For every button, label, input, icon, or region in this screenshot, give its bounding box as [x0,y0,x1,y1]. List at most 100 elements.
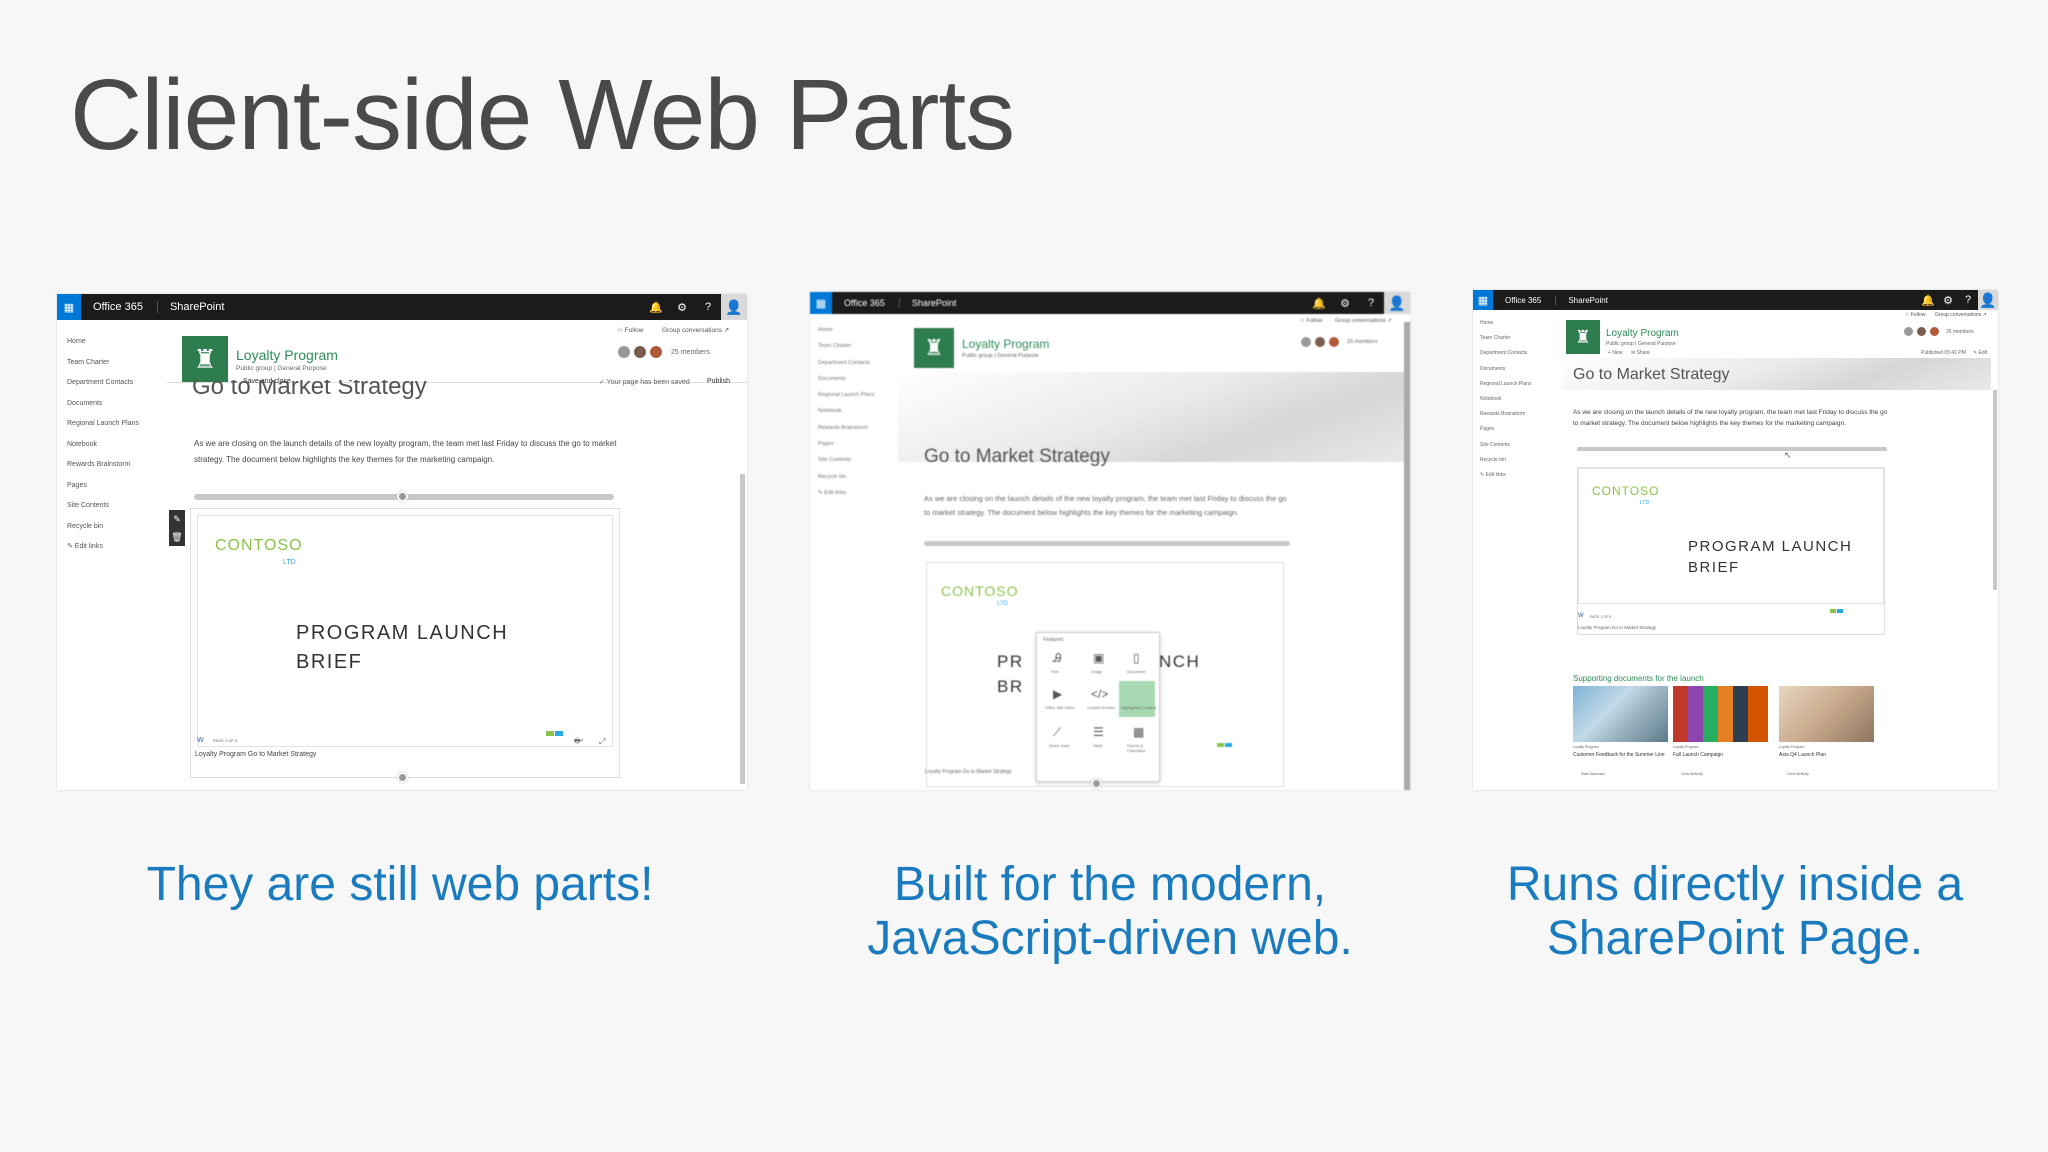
sharepoint-app-label[interactable]: SharePoint [156,301,224,313]
nav-item-pages[interactable]: Pages [67,481,87,489]
nav-item-team-charter[interactable]: Team Charter [1480,335,1511,342]
group-conversations-link[interactable]: Group conversations ↗ [1935,312,1987,318]
help-icon[interactable]: ? [704,301,712,313]
members-count[interactable]: 25 members [1347,339,1378,345]
scrollbar[interactable] [740,474,745,784]
nav-item-rewards-brainstorm[interactable]: Rewards Brainstorm [818,424,868,431]
nav-item-recycle-bin[interactable]: Recycle bin [1480,456,1506,463]
nav-item-edit-links[interactable]: ✎ Edit links [1480,472,1506,479]
embed-tool-icon[interactable]: </> [1091,687,1109,701]
members-area[interactable]: 25 members [1300,336,1378,348]
nav-item-recycle-bin[interactable]: Recycle bin [67,522,104,530]
nav-item-pages[interactable]: Pages [1480,426,1495,433]
share-button[interactable]: ✉ Share [1631,350,1650,356]
image-tool-icon[interactable]: ▣ [1093,651,1105,665]
avatar[interactable]: 👤 [1384,292,1410,314]
sharepoint-app-label[interactable]: SharePoint [1555,295,1608,305]
highlighted-content-tool[interactable] [1119,681,1155,717]
edit-button[interactable]: ✎ Edit [1973,350,1988,356]
avatar[interactable]: 👤 [721,294,747,320]
follow-button[interactable]: ☆ Follow [617,327,644,334]
members-count[interactable]: 25 members [671,348,710,356]
nav-item-home[interactable]: Home [1480,320,1494,326]
nav-item-home[interactable]: Home [67,338,86,345]
document-webpart[interactable]: CONTOSO LTD PROGRAM LAUNCH BRIEF W PAGE … [190,508,620,778]
members-count[interactable]: 25 members [1946,328,1974,335]
bell-icon[interactable]: 🔔 [649,301,663,314]
nav-item-edit-links[interactable]: ✎ Edit links [67,543,103,550]
nav-item-documents[interactable]: Documents [818,375,846,382]
resize-handle-bottom[interactable] [397,772,408,783]
site-name[interactable]: Loyalty Program [962,337,1050,351]
document-tool-icon[interactable]: ▯ [1133,651,1140,665]
nav-item-notebook[interactable]: Notebook [67,440,97,448]
sharepoint-app-label[interactable]: SharePoint [898,298,956,308]
text-tool-icon[interactable]: Ꭿ [1053,651,1062,665]
nav-item-regional-launch-plans[interactable]: Regional Launch Plans [818,392,875,399]
nav-item-department-contacts[interactable]: Department Contacts [1480,350,1528,357]
scrollbar[interactable] [1404,322,1410,790]
members-area[interactable]: 25 members [617,345,710,359]
edit-icon[interactable]: ✎ [173,514,181,524]
site-logo-icon[interactable]: ♜ [182,336,228,382]
gear-icon[interactable]: ⚙ [1340,297,1350,310]
nav-item-department-contacts[interactable]: Department Contacts [67,379,134,386]
gear-icon[interactable]: ⚙ [677,301,687,314]
nav-item-regional-launch-plans[interactable]: Regional Launch Plans [1480,380,1532,387]
nav-item-edit-links[interactable]: ✎ Edit links [818,489,847,496]
delete-icon[interactable]: 🗑 [171,532,183,542]
office365-brand[interactable]: Office 365 [93,301,143,313]
site-name[interactable]: Loyalty Program [236,346,338,363]
supporting-doc-card[interactable]: Loyalty Program Customer Feedback for th… [1573,686,1668,790]
office365-brand[interactable]: Office 365 [844,298,885,308]
nav-item-home[interactable]: Home [818,327,833,333]
bell-icon[interactable]: 🔔 [1921,294,1935,307]
nav-item-site-contents[interactable]: Site Contents [67,502,110,509]
site-logo-icon[interactable]: ♜ [914,328,954,368]
caption-input[interactable]: Loyalty Program Go to Market Strategy [195,751,317,758]
follow-button[interactable]: ☆ Follow [1905,312,1926,318]
app-launcher-icon[interactable]: ▦ [57,294,81,320]
hero-banner[interactable] [898,372,1410,462]
events-tool-icon[interactable]: ▦ [1133,725,1145,739]
site-name[interactable]: Loyalty Program [1606,327,1679,339]
save-close-button[interactable]: Save and close [243,378,291,385]
nav-item-documents[interactable]: Documents [67,399,103,407]
print-icon[interactable]: 🖶▾ [574,738,584,745]
chart-tool-icon[interactable]: ⟋ [1053,725,1062,739]
scrollbar[interactable] [1993,390,1997,590]
new-button[interactable]: + New [1608,350,1623,356]
nav-item-notebook[interactable]: Notebook [818,408,842,415]
nav-item-site-contents[interactable]: Site Contents [1480,441,1511,448]
nav-item-recycle-bin[interactable]: Recycle bin [818,473,847,480]
page-title[interactable]: Go to Market Strategy [192,380,427,400]
video-tool-icon[interactable]: ▶ [1053,687,1063,701]
office365-brand[interactable]: Office 365 [1505,295,1542,305]
site-logo-icon[interactable]: ♜ [1566,320,1600,354]
supporting-doc-card[interactable]: Loyalty Program Fall Launch Campaign Chr… [1673,686,1768,790]
bell-icon[interactable]: 🔔 [1312,297,1326,310]
nav-item-pages[interactable]: Pages [818,441,834,448]
page-body-text[interactable]: As we are closing on the launch details … [924,494,1287,517]
fullscreen-icon[interactable]: ⤢ [599,737,606,746]
page-body-text[interactable]: As we are closing on the launch details … [194,439,617,464]
nav-item-site-contents[interactable]: Site Contents [818,457,852,464]
nav-item-department-contacts[interactable]: Department Contacts [818,359,870,366]
follow-button[interactable]: ☆ Follow [1300,318,1323,324]
app-launcher-icon[interactable]: ▦ [1473,290,1493,310]
nav-item-team-charter[interactable]: Team Charter [67,358,110,366]
document-webpart[interactable]: CONTOSO LTD PROGRAM LAUNCH BRIEF W PAGE … [1577,467,1885,635]
publish-button[interactable]: Publish [707,378,730,385]
help-icon[interactable]: ? [1964,294,1972,306]
gear-icon[interactable]: ⚙ [1943,294,1953,307]
members-area[interactable]: 25 members [1903,326,1974,337]
nav-item-rewards-brainstorm[interactable]: Rewards Brainstorm [1480,411,1526,418]
resize-handle-top[interactable] [397,491,408,502]
caption-input[interactable]: Loyalty Program Go to Market Strategy [925,769,1012,775]
app-launcher-icon[interactable]: ▦ [810,292,832,314]
nav-item-documents[interactable]: Documents [1480,365,1506,372]
help-icon[interactable]: ? [1367,297,1375,309]
table-tool-icon[interactable]: ☰ [1093,725,1104,739]
page-title[interactable]: Go to Market Strategy [924,446,1110,467]
supporting-doc-card[interactable]: Loyalty Program Asia Q4 Launch Plan Chri… [1779,686,1874,790]
